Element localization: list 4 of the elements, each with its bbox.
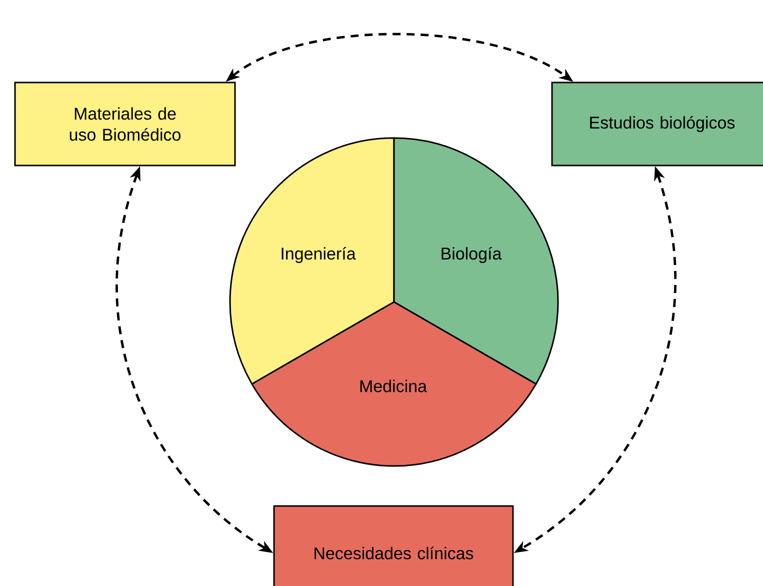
pie-sector: Medicina — [251, 301, 537, 467]
process-box: Estudios biológicos — [551, 82, 763, 166]
process-box: Necesidades clínicas — [273, 505, 514, 586]
process-box: Materiales de uso Biomédico — [14, 82, 236, 166]
